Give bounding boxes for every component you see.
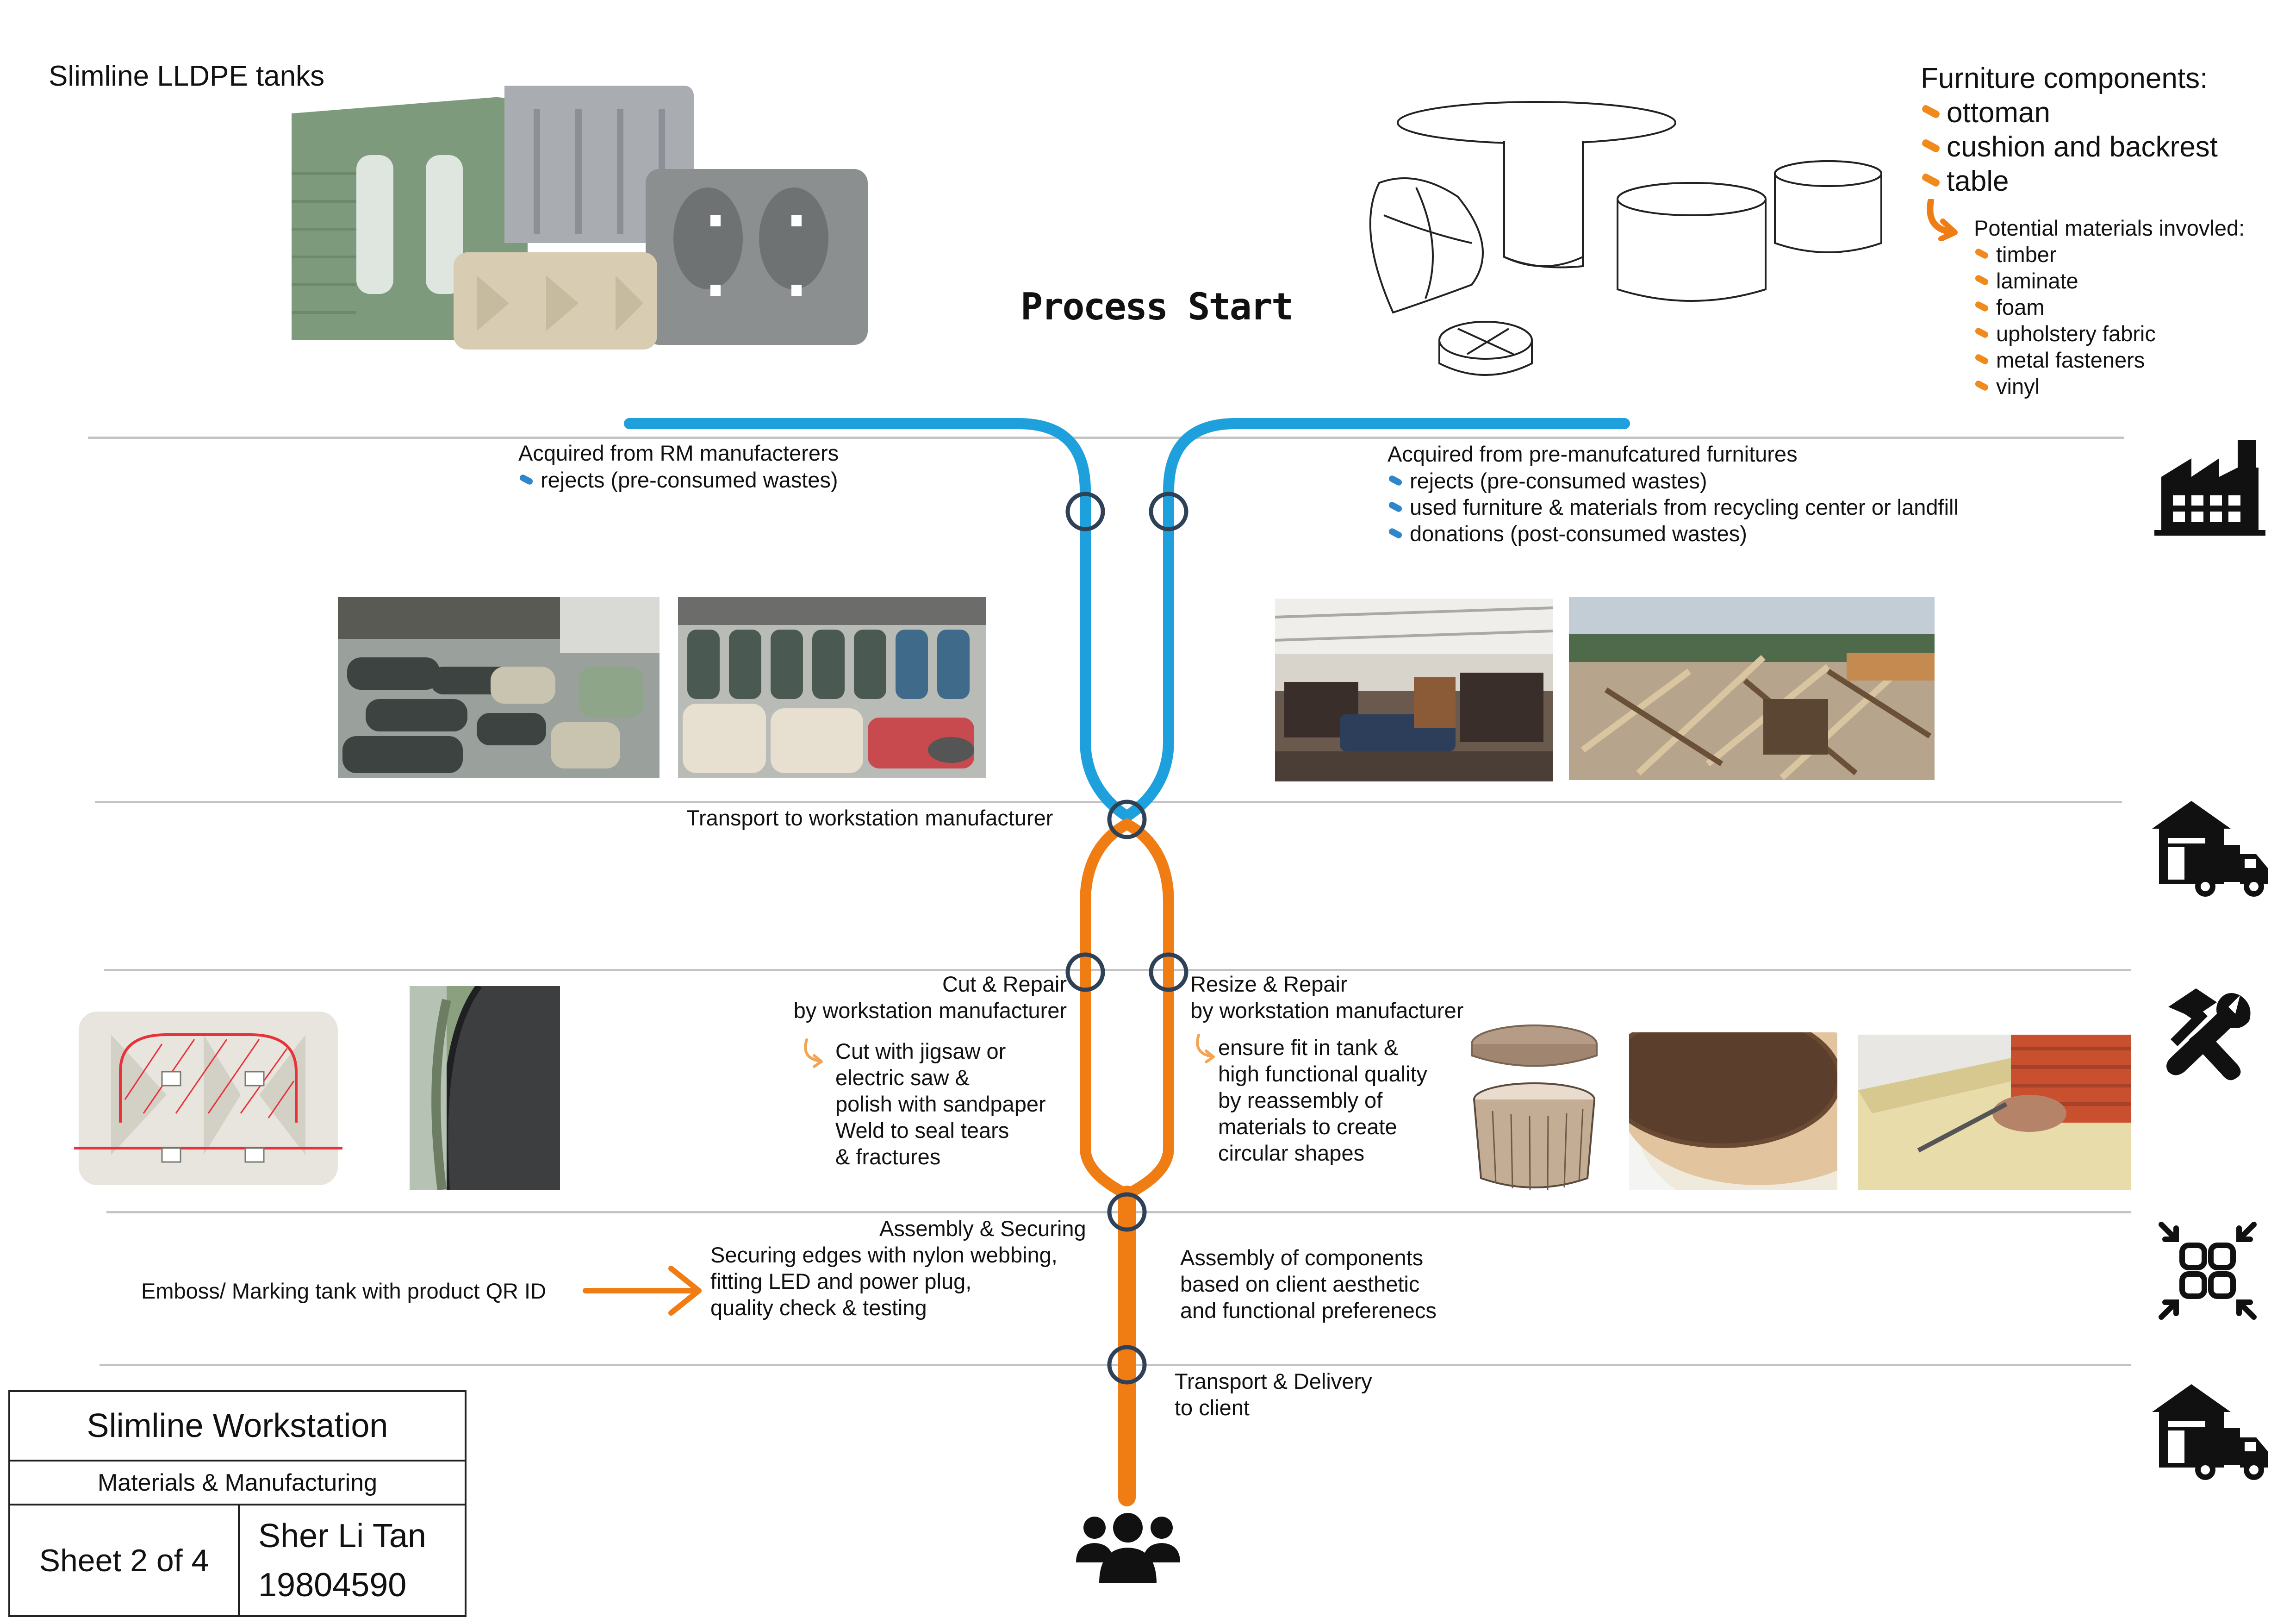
emboss-arrow-icon — [583, 1266, 702, 1316]
sheet-subtitle: Materials & Manufacturing — [8, 1460, 467, 1505]
title-block: Slimline Workstation Materials & Manufac… — [8, 1390, 467, 1617]
acquire-right-item: rejects (pre-consumed wastes) — [1388, 468, 1959, 494]
material-item: vinyl — [1974, 373, 2156, 400]
curved-arrow-icon — [798, 1037, 826, 1069]
node-delivery — [1107, 1345, 1147, 1385]
material-item: laminate — [1974, 268, 2156, 294]
furniture-components-list: ottoman cushion and backrest table — [1921, 96, 2218, 199]
stage-divider — [100, 1364, 2131, 1366]
acquire-right-list: rejects (pre-consumed wastes) used furni… — [1388, 468, 1959, 547]
delivery-label: Transport & Delivery to client — [1175, 1368, 1372, 1421]
foam-cutting-photo — [1858, 1035, 2131, 1190]
author-name: Sher Li Tan — [258, 1517, 426, 1555]
delivery-line: Transport & Delivery — [1175, 1369, 1372, 1393]
laminate-rounds-photo — [1629, 1032, 1837, 1190]
warehouse-truck-icon — [2150, 799, 2270, 898]
author-block: Sher Li Tan 19804590 — [238, 1504, 467, 1617]
emboss-label: Emboss/ Marking tank with product QR ID — [141, 1279, 547, 1303]
furniture-sketch — [1351, 95, 1907, 387]
process-left-step: electric saw & — [835, 1065, 970, 1090]
orange-stream-left — [1080, 818, 1132, 1200]
acquire-left-item: rejects (pre-consumed wastes) — [518, 467, 838, 493]
process-left-step: Cut with jigsaw or — [835, 1039, 1006, 1063]
assembly-right-steps: Assembly of components based on client a… — [1180, 1244, 1437, 1324]
curved-arrow-icon — [1190, 1032, 1218, 1065]
assembly-left-step: quality check & testing — [710, 1295, 927, 1320]
furniture-component-item: cushion and backrest — [1921, 130, 2218, 164]
project-title: Slimline Workstation — [8, 1390, 467, 1462]
process-left-steps: Cut with jigsaw or electric saw & polish… — [835, 1038, 1046, 1170]
node-acquire-right — [1149, 492, 1188, 531]
furniture-component-item: table — [1921, 164, 2218, 199]
acquire-right-item: used furniture & materials from recyclin… — [1388, 494, 1959, 520]
process-left-step: Weld to seal tears — [835, 1118, 1009, 1143]
furniture-landfill-photo — [1569, 597, 1935, 780]
assembly-right-step: Assembly of components — [1180, 1245, 1424, 1270]
stage-divider — [88, 437, 2124, 439]
furniture-component-item: ottoman — [1921, 96, 2218, 130]
blue-stream-right — [1124, 418, 1630, 820]
acquire-right-item: donations (post-consumed wastes) — [1388, 520, 1959, 547]
assembly-left-steps: Securing edges with nylon webbing, fitti… — [710, 1242, 1058, 1321]
material-item: timber — [1974, 241, 2156, 268]
process-left-subtitle: by workstation manufacturer — [793, 998, 1067, 1023]
delivery-line: to client — [1175, 1395, 1250, 1420]
orange-stream-right — [1121, 818, 1174, 1200]
process-right-title: Resize & Repair — [1190, 972, 1348, 996]
acquire-left-title: Acquired from RM manufacterers — [518, 441, 839, 465]
node-process-right — [1149, 952, 1188, 992]
materials-list: timber laminate foam upholstery fabric m… — [1974, 241, 2156, 400]
process-left-step: & fractures — [835, 1144, 941, 1169]
tanks-photo — [278, 81, 875, 350]
process-start-label: Process Start — [1020, 285, 1294, 328]
student-id: 19804590 — [258, 1566, 407, 1604]
process-right-step: ensure fit in tank & — [1218, 1035, 1399, 1060]
process-right-step: circular shapes — [1218, 1141, 1365, 1165]
process-right-steps: ensure fit in tank & high functional qua… — [1218, 1034, 1427, 1166]
tank-rejects-photo — [338, 597, 660, 778]
tank-cut-diagram — [74, 1007, 342, 1190]
curved-arrow-icon — [1925, 198, 1958, 242]
materials-title: Potential materials invovled: — [1974, 216, 2245, 240]
acquire-left-list: rejects (pre-consumed wastes) — [518, 467, 838, 493]
process-left-step: polish with sandpaper — [835, 1092, 1046, 1116]
acquire-right-title: Acquired from pre-manufcatured furniture… — [1388, 442, 1798, 466]
node-assembly — [1107, 1192, 1147, 1232]
circular-parts-diagram — [1467, 1021, 1601, 1197]
assembly-title: Assembly & Securing — [879, 1216, 1086, 1241]
transport-label: Transport to workstation manufacturer — [686, 806, 1053, 830]
furniture-warehouse-photo — [1275, 599, 1553, 781]
client-group-icon — [1074, 1507, 1182, 1586]
factory-icon — [2152, 435, 2268, 537]
node-acquire-left — [1065, 492, 1105, 531]
blue-stream-left — [624, 418, 1130, 820]
tank-weld-photo — [410, 986, 560, 1190]
assembly-icon — [2157, 1220, 2259, 1322]
tanks-title: Slimline LLDPE tanks — [49, 60, 325, 92]
tank-stock-photo — [678, 597, 986, 778]
process-right-step: high functional quality — [1218, 1062, 1428, 1086]
process-right-step: by reassembly of — [1218, 1088, 1383, 1112]
sheet-number: Sheet 2 of 4 — [8, 1504, 240, 1617]
furniture-components-title: Furniture components: — [1921, 62, 2208, 94]
assembly-right-step: based on client aesthetic — [1180, 1272, 1420, 1296]
tools-icon — [2159, 986, 2256, 1083]
material-item: foam — [1974, 294, 2156, 320]
process-right-subtitle: by workstation manufacturer — [1190, 998, 1464, 1023]
warehouse-truck-icon — [2150, 1382, 2270, 1481]
node-process-left — [1065, 952, 1105, 992]
material-item: upholstery fabric — [1974, 320, 2156, 347]
node-transport — [1107, 800, 1147, 839]
assembly-left-step: Securing edges with nylon webbing, — [710, 1243, 1058, 1267]
material-item: metal fasteners — [1974, 347, 2156, 373]
stage-divider — [104, 969, 2131, 971]
assembly-right-step: and functional preferenecs — [1180, 1298, 1437, 1323]
process-left-title: Cut & Repair — [942, 972, 1067, 996]
process-right-step: materials to create — [1218, 1114, 1397, 1139]
assembly-left-step: fitting LED and power plug, — [710, 1269, 972, 1293]
